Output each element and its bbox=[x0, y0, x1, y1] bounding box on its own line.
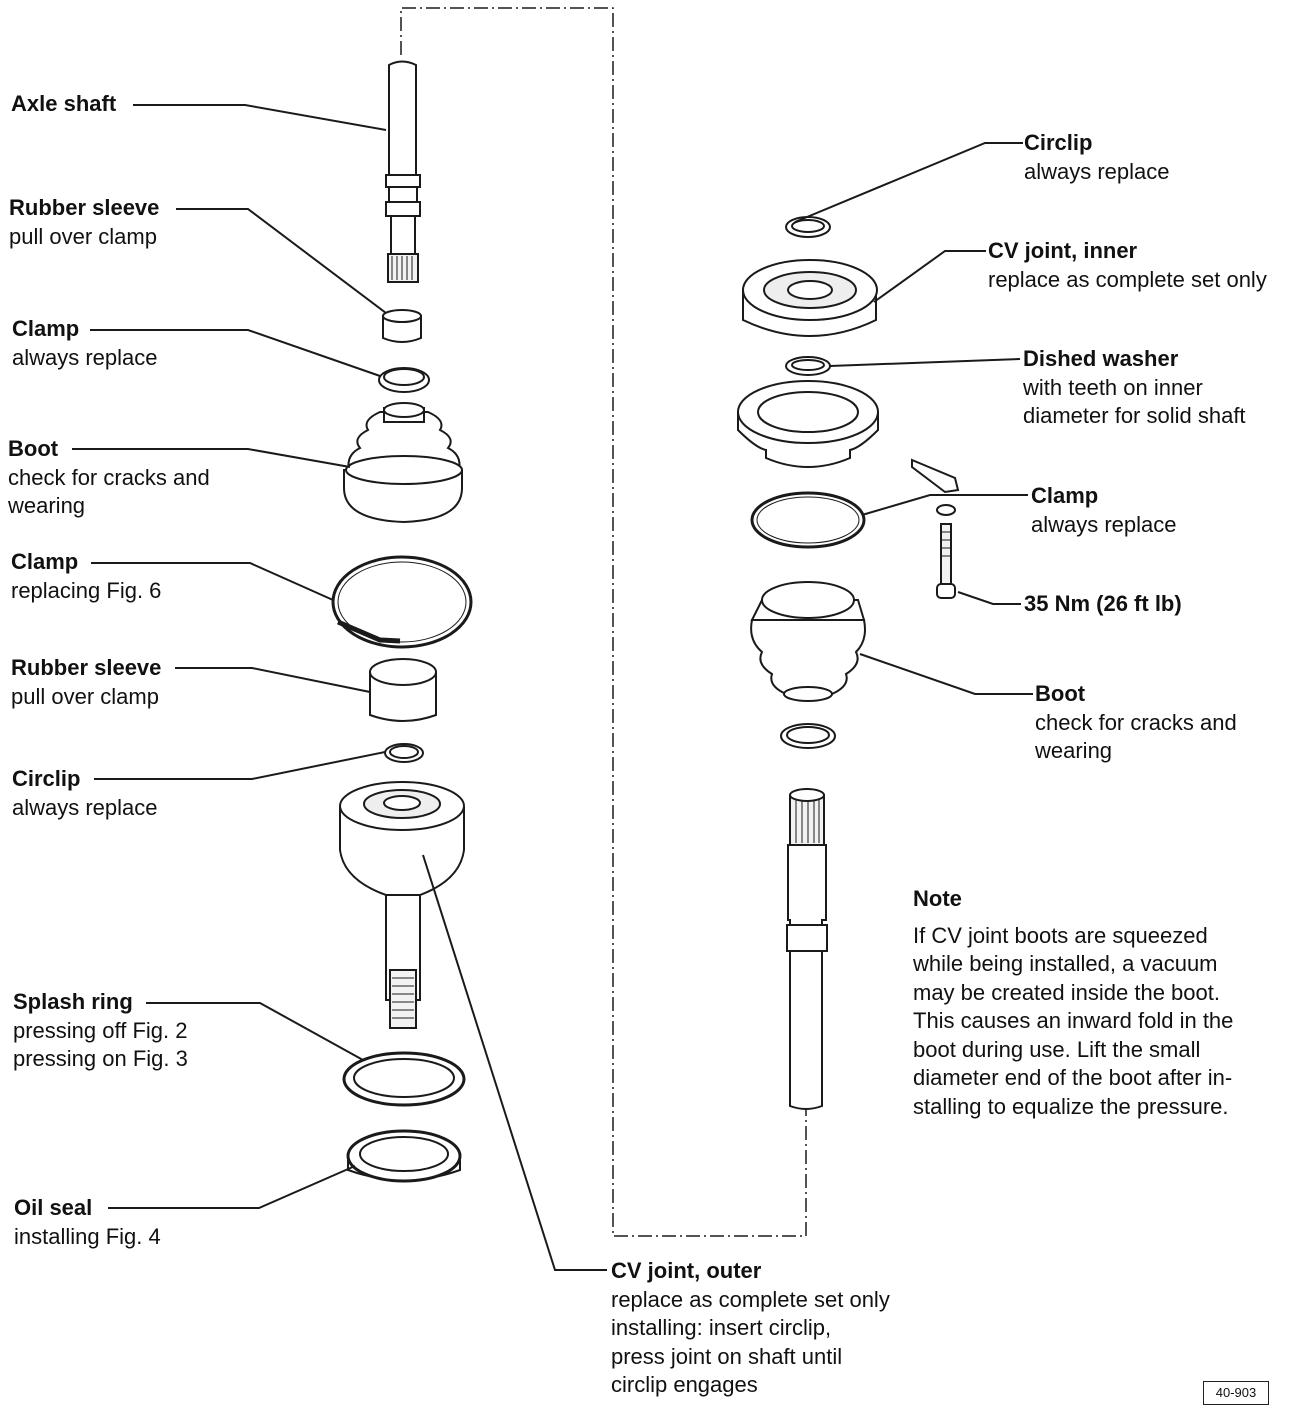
label-rubber-sleeve-1: Rubber sleeve pull over clamp bbox=[9, 195, 160, 249]
oil-seal-part bbox=[346, 1129, 462, 1183]
leader-cv-inner bbox=[873, 250, 986, 303]
circlip-part-3 bbox=[780, 723, 836, 749]
figure-number: 40-903 bbox=[1203, 1381, 1269, 1405]
boot-part-1 bbox=[343, 402, 463, 524]
solid-shaft-part bbox=[786, 788, 828, 1110]
leader-dished-washer bbox=[829, 358, 1021, 367]
label-oil-seal: Oil seal installing Fig. 4 bbox=[14, 1195, 161, 1249]
label-torque: 35 Nm (26 ft lb) bbox=[1024, 591, 1182, 616]
leader-rubber-sleeve-1 bbox=[176, 208, 387, 314]
leader-boot-1 bbox=[72, 448, 351, 468]
label-cv-inner: CV joint, inner replace as complete set … bbox=[988, 238, 1267, 292]
axle-shaft-part bbox=[385, 60, 421, 283]
leader-splash-ring bbox=[146, 1002, 364, 1061]
leader-rubber-sleeve-2 bbox=[175, 667, 371, 693]
clamp-part-1 bbox=[378, 367, 430, 393]
clamp-part-2 bbox=[331, 555, 473, 649]
label-clamp-2: Clamp replacing Fig. 6 bbox=[11, 549, 162, 603]
label-clamp-1: Clamp always replace bbox=[12, 316, 158, 370]
label-circlip-2: Circlip always replace bbox=[1024, 130, 1170, 184]
label-boot-2: Boot check for cracks and wearing bbox=[1035, 681, 1237, 763]
circlip-part-2 bbox=[785, 216, 831, 238]
label-cv-outer: CV joint, outer replace as complete set … bbox=[611, 1258, 890, 1397]
inner-flange-part bbox=[737, 380, 879, 468]
leader-axle-shaft bbox=[133, 104, 387, 131]
dished-washer-part bbox=[785, 356, 831, 376]
circlip-part-1 bbox=[384, 743, 424, 763]
label-boot-1: Boot check for cracks and wearing bbox=[8, 436, 210, 518]
label-splash-ring: Splash ring pressing off Fig. 2 pressing… bbox=[13, 989, 188, 1071]
leader-clamp-1 bbox=[90, 329, 381, 377]
rubber-sleeve-part-1 bbox=[382, 309, 422, 343]
leader-boot-2 bbox=[859, 653, 1033, 695]
leader-circlip-1 bbox=[94, 751, 386, 780]
label-axle-shaft: Axle shaft bbox=[11, 91, 117, 116]
leader-clamp-2 bbox=[91, 562, 334, 601]
leader-cv-outer bbox=[422, 854, 607, 1271]
label-dished-washer: Dished washer with teeth on inner diamet… bbox=[1023, 346, 1246, 428]
clamp-part-3 bbox=[750, 491, 866, 549]
leader-circlip-2 bbox=[794, 142, 1023, 223]
label-clamp-3: Clamp always replace bbox=[1031, 483, 1177, 537]
splash-ring-part bbox=[342, 1051, 466, 1107]
rubber-sleeve-part-2 bbox=[369, 658, 437, 722]
label-rubber-sleeve-2: Rubber sleeve pull over clamp bbox=[11, 655, 162, 709]
label-circlip-1: Circlip always replace bbox=[12, 766, 158, 820]
note-block: Note If CV joint boots are squeezed whil… bbox=[913, 886, 1234, 1119]
cv-joint-outer-part bbox=[339, 781, 465, 1029]
leader-clamp-3 bbox=[861, 494, 1028, 516]
cv-joint-inner-part bbox=[742, 259, 878, 337]
clamp-bracket-part bbox=[911, 458, 960, 599]
boot-part-2 bbox=[750, 581, 866, 702]
assembly-bracket-line bbox=[400, 7, 807, 1237]
leader-oil-seal bbox=[108, 1165, 356, 1209]
leader-torque bbox=[957, 591, 1021, 605]
note-title: Note bbox=[913, 886, 962, 911]
